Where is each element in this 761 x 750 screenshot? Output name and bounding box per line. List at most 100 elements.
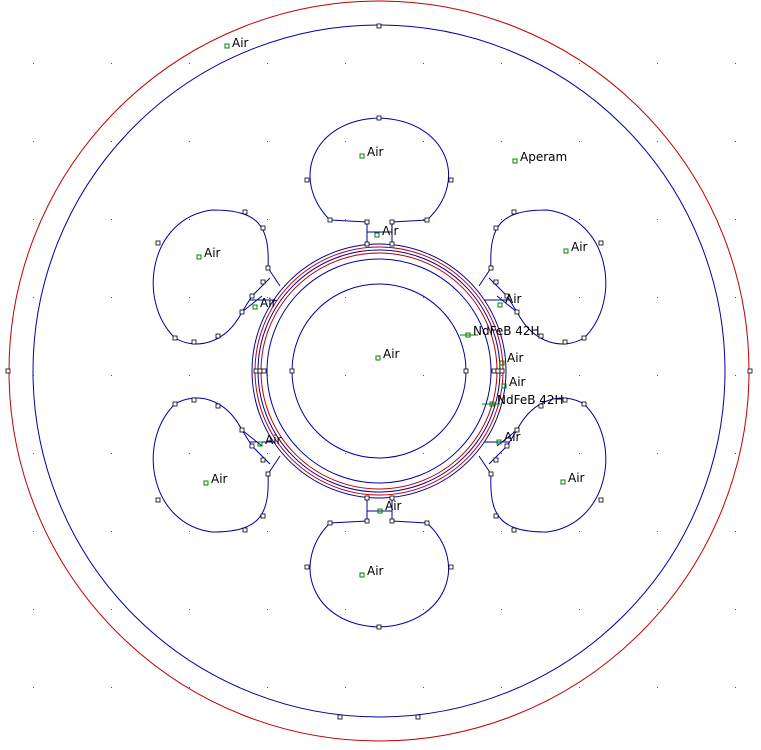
geometry-node[interactable] [364,219,370,225]
geometry-node[interactable] [511,527,517,533]
label-magnet-2[interactable]: NdFeB 42H [489,393,564,407]
geometry-node[interactable] [488,471,494,477]
geometry-node[interactable] [337,714,343,720]
magnet-inner-circle[interactable] [266,258,492,484]
geometry-node[interactable] [5,368,11,374]
geometry-node[interactable] [249,443,255,449]
label-slot-top[interactable]: Air [359,145,384,159]
label-opening-lower-right[interactable]: Air [496,430,521,445]
geometry-node[interactable] [389,219,395,225]
label-airgap-2[interactable]: Air [501,375,526,389]
geometry-node[interactable] [504,293,510,299]
geometry-node[interactable] [514,309,520,315]
geometry-node[interactable] [747,368,753,374]
geometry-node[interactable] [191,397,197,403]
geometry-node[interactable] [260,457,266,463]
geometry-node[interactable] [493,279,499,285]
label-slot-bottom[interactable]: Air [359,564,384,578]
grid-dot [423,297,424,298]
slot-upper-left[interactable] [152,209,269,345]
label-opening-bottom[interactable]: Air [377,499,402,514]
grid-dot [735,453,736,454]
geometry-node[interactable] [376,624,382,630]
geometry-node[interactable] [581,401,587,407]
geometry-node[interactable] [448,564,454,570]
geometry-node[interactable] [155,240,161,246]
geometry-node[interactable] [598,497,604,503]
geometry-node[interactable] [364,241,370,247]
geometry-node[interactable] [242,527,248,533]
geometry-node[interactable] [172,401,178,407]
geometry-node[interactable] [463,368,469,374]
geometry-node[interactable] [538,333,544,339]
geometry-node[interactable] [562,339,568,345]
geometry-node[interactable] [172,335,178,341]
geometry-node[interactable] [424,520,430,526]
geometry-node[interactable] [260,279,266,285]
geometry-node[interactable] [191,339,197,345]
geometry-node[interactable] [215,403,221,409]
geometry-node[interactable] [538,403,544,409]
stator-bore-circle[interactable] [251,243,507,499]
geometry-node[interactable] [493,225,499,231]
label-magnet-1[interactable]: NdFeB 42H [465,324,540,338]
label-slot-lower-left[interactable]: Air [203,472,228,486]
geometry-node[interactable] [265,265,271,271]
geometry-node[interactable] [364,495,370,501]
geometry-node[interactable] [415,714,421,720]
geometry-node[interactable] [581,335,587,341]
label-outer-air[interactable]: Air [224,36,249,50]
geometry-node[interactable] [598,240,604,246]
geometry-node[interactable] [495,368,501,374]
geometry-node[interactable] [304,564,310,570]
geometry-node[interactable] [239,309,245,315]
geometry-node[interactable] [493,513,499,519]
label-slot-upper-left[interactable]: Air [196,246,221,260]
label-slot-upper-right[interactable]: Air [563,240,588,254]
geometry-node[interactable] [260,225,266,231]
geometry-node[interactable] [155,497,161,503]
geometry-node[interactable] [389,495,395,501]
label-opening-top[interactable]: Air [374,224,399,238]
geometry-node[interactable] [493,457,499,463]
slot-lower-right[interactable] [490,397,607,533]
geometry-node[interactable] [389,518,395,524]
slot-lower-left[interactable] [152,397,269,533]
geometry-node[interactable] [242,209,248,215]
geometry-node[interactable] [488,265,494,271]
geometry-node[interactable] [499,368,505,374]
geometry-node[interactable] [265,471,271,477]
geometry-node[interactable] [491,368,497,374]
geometry-node[interactable] [215,333,221,339]
geometry-node[interactable] [514,427,520,433]
geometry-node[interactable] [260,513,266,519]
geometry-node[interactable] [389,241,395,247]
geometry-node[interactable] [376,115,382,121]
geometry-node[interactable] [261,368,267,374]
geometry-node[interactable] [562,397,568,403]
geometry-node[interactable] [249,293,255,299]
geometry-node[interactable] [511,209,517,215]
label-airgap-1[interactable]: Air [499,351,524,366]
label-marker [377,508,383,514]
geometry-node[interactable] [257,368,263,374]
label-rotor-core[interactable]: Air [375,347,400,361]
geometry-node[interactable] [504,443,510,449]
geometry-node[interactable] [304,177,310,183]
geometry-node[interactable] [239,427,245,433]
label-slot-lower-right[interactable]: Air [560,471,585,485]
geometry-node[interactable] [253,368,259,374]
geometry-node[interactable] [448,177,454,183]
geometry-node[interactable] [327,520,333,526]
slot-upper-right[interactable] [490,209,607,345]
geometry-node[interactable] [424,217,430,223]
geometry-node[interactable] [289,368,295,374]
geometry-node[interactable] [327,217,333,223]
label-opening-lower-left[interactable]: Air [257,433,282,447]
geometry-node[interactable] [364,518,370,524]
label-stator-material[interactable]: Aperam [512,150,567,164]
label-opening-upper-right[interactable]: Air [497,292,522,308]
label-opening-upper-left[interactable]: Air [252,296,277,310]
geometry-node[interactable] [376,23,382,29]
